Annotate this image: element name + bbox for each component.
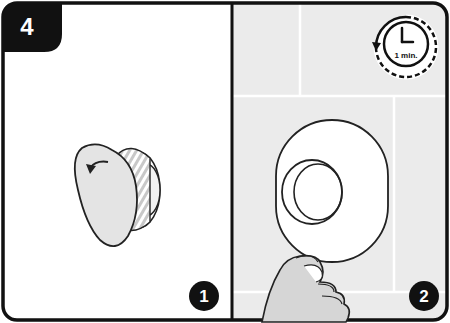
tile-wall xyxy=(233,3,447,320)
mounted-knob xyxy=(276,120,388,262)
callout-number: 2 xyxy=(419,288,428,305)
step-badge xyxy=(3,3,62,52)
callout-circle xyxy=(409,281,439,311)
callout-circle xyxy=(189,281,219,311)
timer-icon xyxy=(372,17,436,77)
panel-ground xyxy=(3,3,447,320)
step-number: 4 xyxy=(20,15,33,39)
frame xyxy=(3,3,447,320)
knob-peeling-pad xyxy=(75,144,160,246)
panel-divider xyxy=(231,3,234,320)
timer-label: 1 min. xyxy=(394,52,417,60)
callout-number: 1 xyxy=(199,288,208,305)
hand xyxy=(262,256,349,322)
